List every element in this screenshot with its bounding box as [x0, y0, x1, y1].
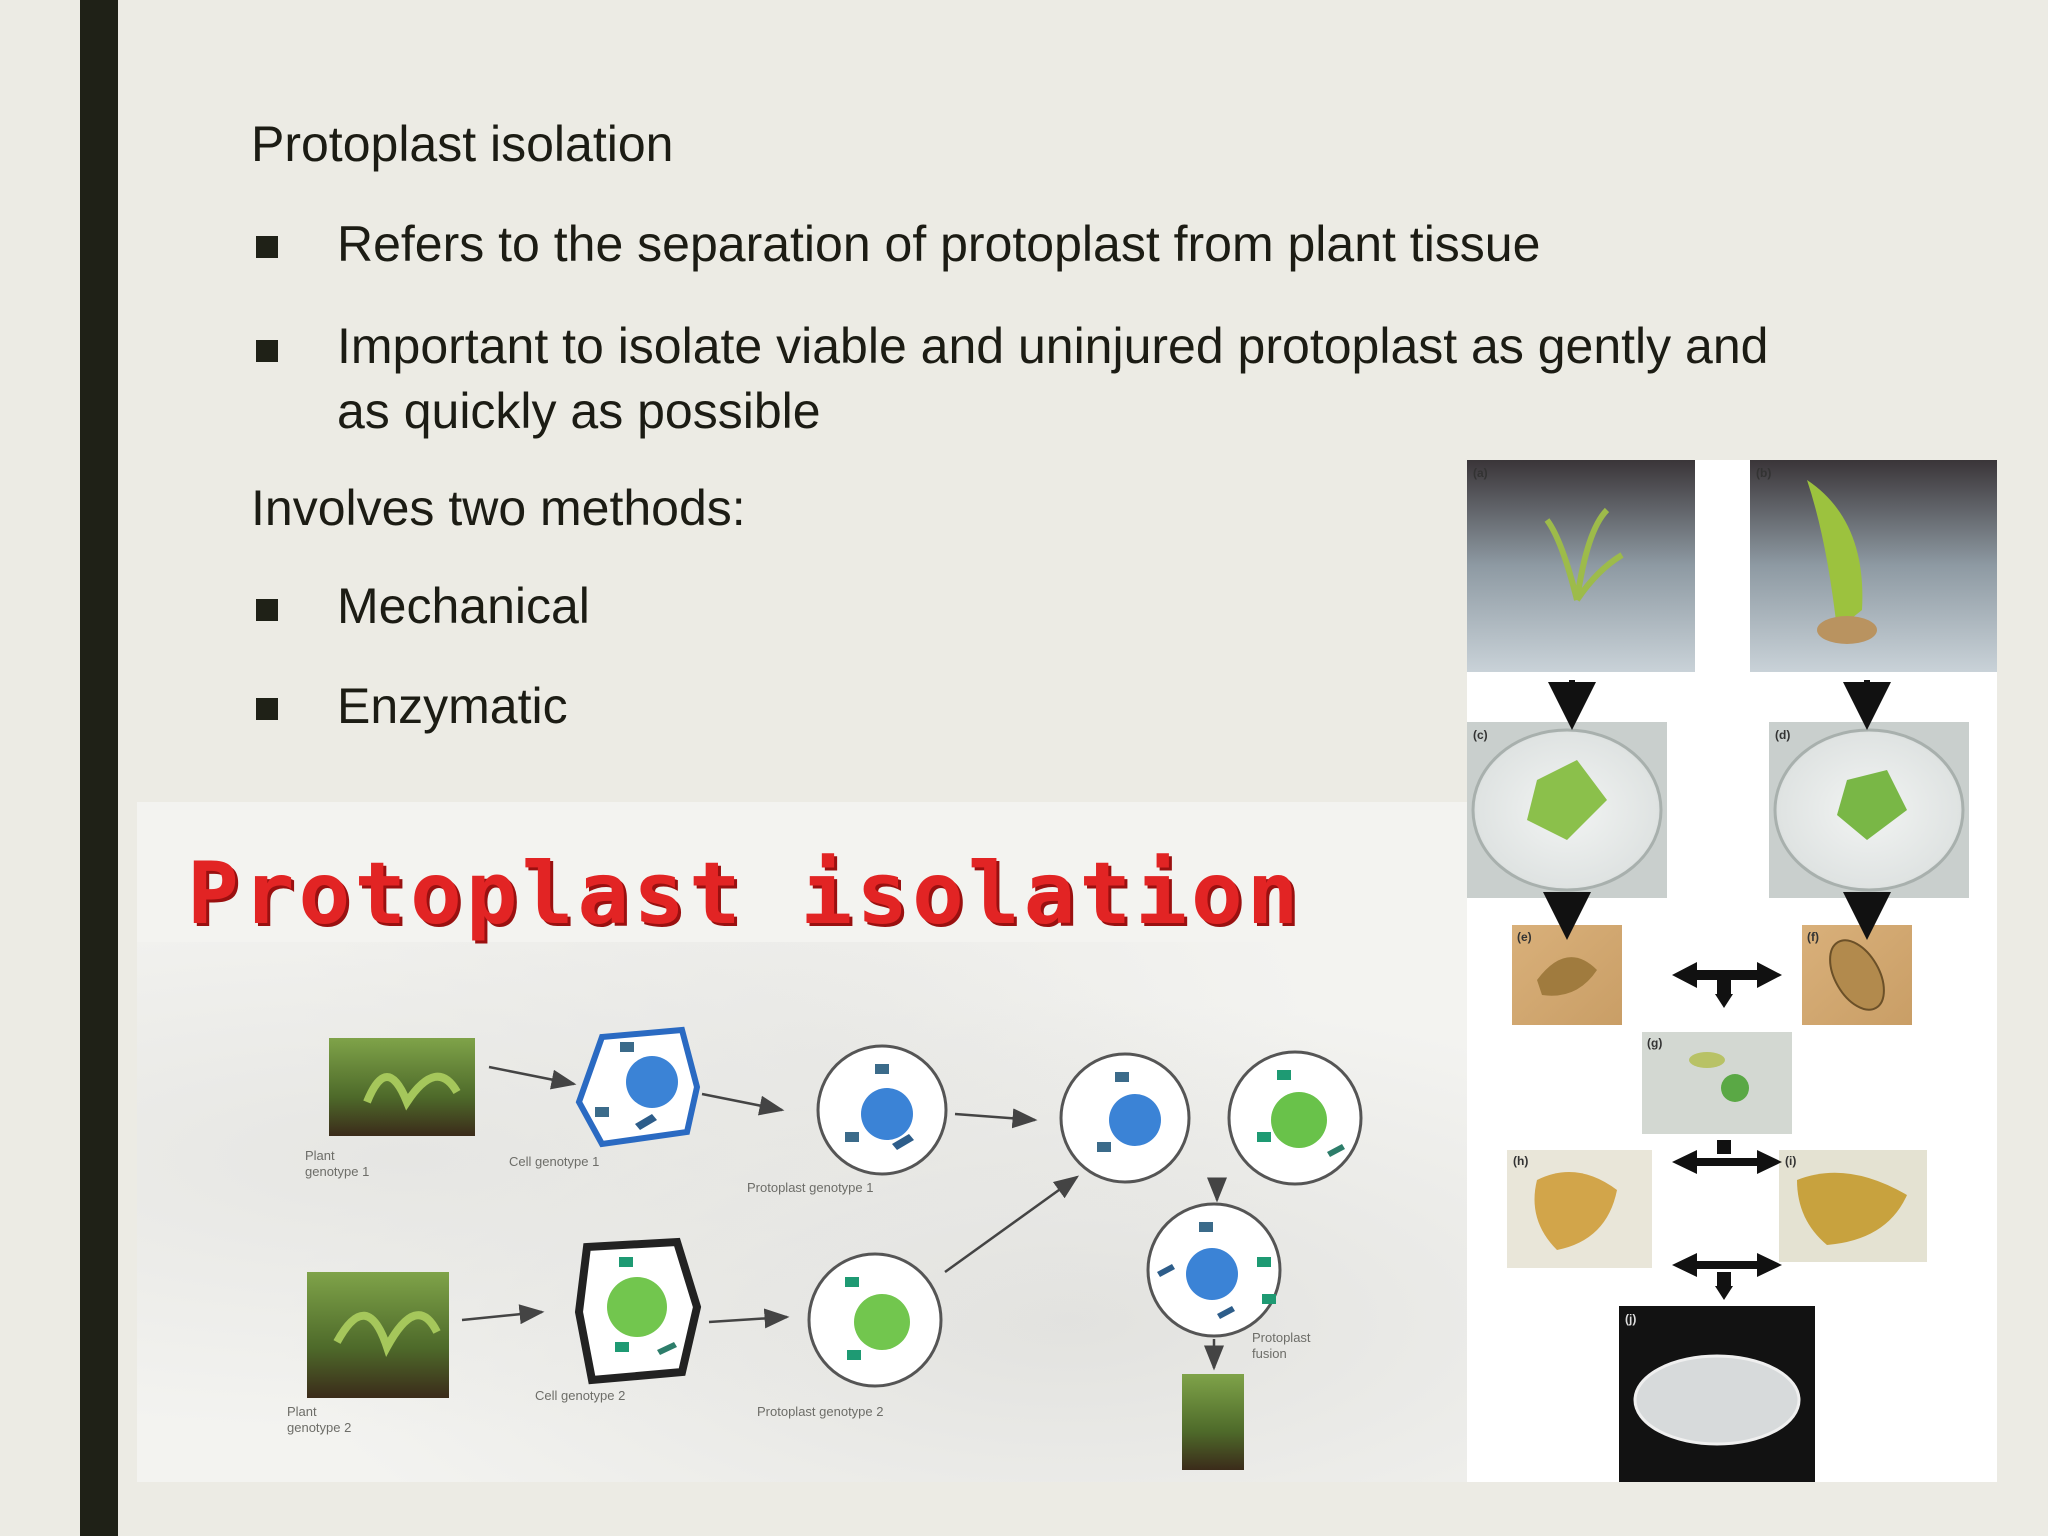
diagram-drawing: [307, 1026, 1363, 1470]
photo-i: [1779, 1150, 1927, 1262]
photo-d: [1769, 722, 1969, 898]
panel-tag: (c): [1473, 728, 1488, 742]
protoplast-pair: [1059, 1050, 1363, 1186]
bullet-item: Refers to the separation of protoplast f…: [337, 216, 1541, 272]
protoplast-genotype-1: [816, 1044, 948, 1176]
diagram-title: Protoplast isolation: [187, 844, 1303, 944]
photo-a: [1467, 460, 1695, 672]
panel-tag: (b): [1756, 466, 1772, 480]
method-item: Enzymatic: [337, 678, 568, 734]
photo-g: [1642, 1032, 1792, 1134]
panel-tag: (i): [1785, 1154, 1797, 1168]
square-bullet-icon: [256, 236, 278, 258]
plant-photo-2: [307, 1272, 449, 1398]
fused-protoplast: [1146, 1202, 1282, 1338]
cell-genotype-2: [574, 1237, 702, 1385]
plant-photo-1: [329, 1038, 475, 1136]
panel-tag: (e): [1517, 930, 1532, 944]
photo-j: [1619, 1306, 1815, 1482]
method-item: Mechanical: [337, 578, 590, 634]
photo-sequence-drawing: [1467, 460, 1997, 1482]
label-cell-genotype-2: Cell genotype 2: [535, 1388, 626, 1403]
slide-heading: Protoplast isolation: [251, 116, 674, 172]
regenerated-plant-photo: [1182, 1374, 1244, 1470]
square-bullet-icon: [256, 698, 278, 720]
photo-f: [1802, 925, 1912, 1025]
protoplast-genotype-2: [807, 1252, 943, 1388]
photo-b: [1750, 460, 1997, 672]
panel-tag: (f): [1807, 930, 1819, 944]
label-protoplast-genotype-2: Protoplast genotype 2: [757, 1404, 884, 1419]
panel-tag: (h): [1513, 1154, 1529, 1168]
square-bullet-icon: [256, 599, 278, 621]
label-protoplast-genotype-1: Protoplast genotype 1: [747, 1180, 874, 1195]
photo-h: [1507, 1150, 1652, 1268]
cell-genotype-1: [575, 1026, 701, 1148]
left-accent-bar: [80, 0, 118, 1536]
double-arrow-icons: [1672, 962, 1782, 1300]
bullet-item: Important to isolate viable and uninjure…: [337, 318, 1769, 374]
protoplast-photo-sequence: (a) (b) (c) (d) (e) (f) (g) (h) (i) (j): [1467, 460, 1997, 1482]
square-bullet-icon: [256, 340, 278, 362]
photo-c: [1467, 722, 1667, 898]
panel-tag: (g): [1647, 1036, 1663, 1050]
panel-tag: (j): [1625, 1312, 1637, 1326]
panel-tag: (d): [1775, 728, 1791, 742]
protoplast-fusion-diagram: Protoplast isolation: [137, 802, 1467, 1482]
bullet-item-continued: as quickly as possible: [337, 383, 821, 439]
slide-subheading: Involves two methods:: [251, 480, 746, 536]
panel-tag: (a): [1473, 466, 1488, 480]
sequence-arrows: [1543, 680, 1891, 940]
label-cell-genotype-1: Cell genotype 1: [509, 1154, 600, 1169]
diagram-arrows: [461, 1065, 1227, 1371]
photo-e: [1512, 925, 1622, 1025]
